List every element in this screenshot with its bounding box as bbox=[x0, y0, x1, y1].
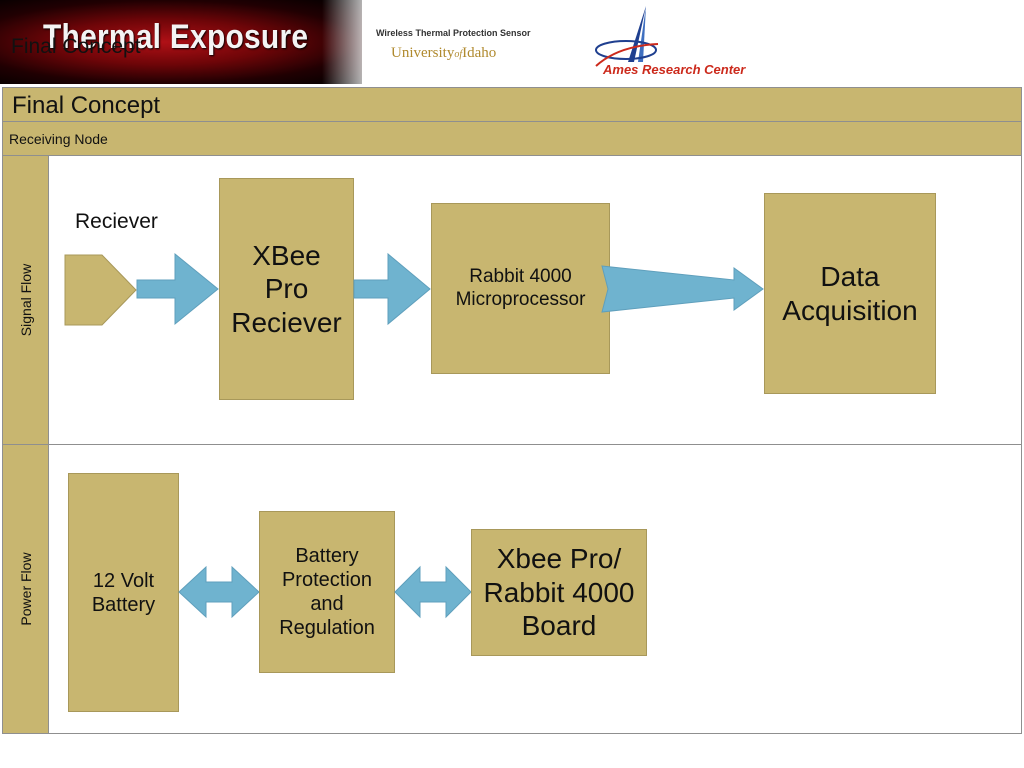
rabbit-microprocessor-box: Rabbit 4000 Microprocessor bbox=[431, 203, 610, 374]
slide-title: Final Concept bbox=[11, 35, 141, 58]
diagram-title: Final Concept bbox=[2, 87, 1022, 122]
power-lane-header: Power Flow bbox=[2, 444, 49, 734]
receiver-label: Reciever bbox=[75, 210, 158, 233]
idaho-word: Idaho bbox=[462, 45, 497, 61]
power-double-arrow-1 bbox=[178, 565, 260, 619]
signal-arrow-3 bbox=[601, 265, 764, 313]
receiver-antenna-shape bbox=[64, 254, 137, 326]
xbee-pro-receiver-box: XBee Pro Reciever bbox=[219, 178, 354, 400]
sensor-caption: Wireless Thermal Protection Sensor bbox=[376, 28, 531, 38]
diagram-subtitle: Receiving Node bbox=[2, 121, 1022, 156]
data-acquisition-box: Data Acquisition bbox=[764, 193, 936, 394]
power-lane-label: Power Flow bbox=[17, 552, 34, 626]
battery-protection-box: Battery Protection and Regulation bbox=[259, 511, 395, 673]
signal-arrow-1 bbox=[136, 252, 219, 326]
thermal-exposure-banner: Thermal Exposure bbox=[0, 0, 362, 84]
banner-fade bbox=[322, 0, 362, 84]
ames-research-center-label: Ames Research Center bbox=[603, 62, 746, 77]
signal-lane-header: Signal Flow bbox=[2, 155, 49, 445]
university-of-word: of bbox=[454, 49, 463, 60]
battery-box: 12 Volt Battery bbox=[68, 473, 179, 712]
university-of-idaho-logo: UniversityofIdaho bbox=[391, 45, 496, 62]
university-word: University bbox=[391, 45, 455, 61]
signal-arrow-2 bbox=[353, 252, 431, 326]
banner-title: Thermal Exposure bbox=[43, 18, 309, 56]
ames-logo-icon bbox=[595, 6, 659, 67]
signal-lane-label: Signal Flow bbox=[17, 263, 34, 337]
xbee-rabbit-board-box: Xbee Pro/ Rabbit 4000 Board bbox=[471, 529, 647, 656]
power-double-arrow-2 bbox=[394, 565, 472, 619]
